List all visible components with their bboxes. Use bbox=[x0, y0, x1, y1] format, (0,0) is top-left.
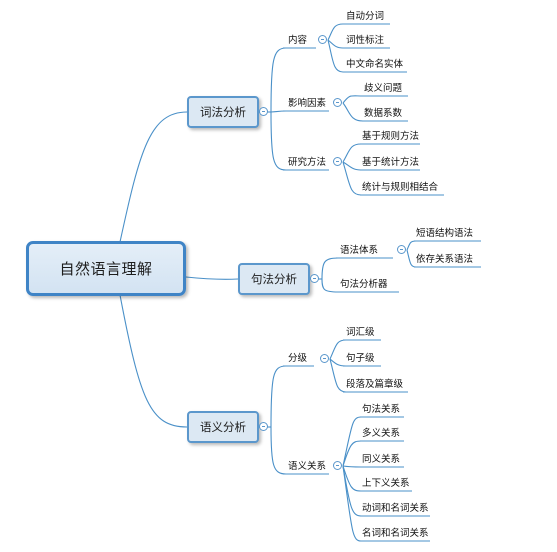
collapse-toggle-icon[interactable] bbox=[397, 245, 406, 254]
leaf-node[interactable]: 名词和名词关系 bbox=[362, 528, 429, 539]
node-levels[interactable]: 分级 bbox=[288, 353, 308, 364]
edge-relations-2 bbox=[342, 440, 362, 467]
collapse-toggle-icon[interactable] bbox=[310, 274, 319, 283]
leaf-node[interactable]: 数据系数 bbox=[364, 108, 403, 119]
edge-methods-2 bbox=[342, 161, 362, 171]
node-parser[interactable]: 句法分析器 bbox=[340, 279, 388, 290]
node-content[interactable]: 内容 bbox=[288, 35, 308, 46]
leaf-node[interactable]: 歧义问题 bbox=[364, 83, 403, 94]
root-node[interactable]: 自然语言理解 bbox=[26, 241, 186, 296]
edge-factors-2 bbox=[342, 102, 364, 122]
collapse-toggle-icon[interactable] bbox=[333, 98, 342, 107]
leaf-node[interactable]: 词汇级 bbox=[346, 327, 375, 338]
leaf-node[interactable]: 动词和名词关系 bbox=[362, 503, 429, 514]
edge-semantic-relations bbox=[270, 426, 287, 475]
leaf-node[interactable]: 段落及篇章级 bbox=[346, 379, 404, 390]
edge-grammar-1 bbox=[406, 240, 417, 251]
node-factors[interactable]: 影响因素 bbox=[288, 98, 327, 109]
branch-label-lexical: 词法分析 bbox=[200, 105, 246, 119]
edge-levels-2 bbox=[329, 358, 347, 367]
collapse-toggle-icon[interactable] bbox=[320, 354, 329, 363]
branch-node-syntax[interactable]: 句法分析 bbox=[238, 263, 310, 295]
leaf-node[interactable]: 句子级 bbox=[346, 353, 375, 364]
leaf-node[interactable]: 多义关系 bbox=[362, 428, 401, 439]
edge-content-1 bbox=[327, 23, 344, 41]
leaf-node[interactable]: 基于统计方法 bbox=[362, 157, 420, 168]
edge-levels-1 bbox=[329, 339, 347, 360]
edge-content-3 bbox=[327, 39, 344, 73]
edge-levels-3 bbox=[329, 358, 347, 393]
edge-root-syntax bbox=[185, 276, 239, 280]
leaf-node[interactable]: 短语结构语法 bbox=[416, 228, 474, 239]
edge-relations-4 bbox=[342, 465, 362, 492]
collapse-toggle-icon[interactable] bbox=[259, 107, 268, 116]
node-grammar-system[interactable]: 语法体系 bbox=[340, 245, 379, 256]
leaf-node[interactable]: 中文命名实体 bbox=[346, 59, 404, 70]
leaf-node[interactable]: 自动分词 bbox=[346, 11, 385, 22]
leaf-node[interactable]: 统计与规则相结合 bbox=[362, 182, 439, 193]
leaf-node[interactable]: 上下义关系 bbox=[362, 478, 410, 489]
collapse-toggle-icon[interactable] bbox=[333, 461, 342, 470]
edge-grammar-2 bbox=[406, 249, 417, 268]
collapse-toggle-icon[interactable] bbox=[259, 422, 268, 431]
edge-methods-1 bbox=[342, 143, 362, 163]
leaf-node[interactable]: 依存关系语法 bbox=[416, 254, 474, 265]
edge-content-2 bbox=[327, 39, 344, 49]
branch-node-semantic[interactable]: 语义分析 bbox=[187, 411, 259, 443]
edge-relations-1 bbox=[342, 416, 362, 467]
node-methods[interactable]: 研究方法 bbox=[288, 157, 327, 168]
leaf-node[interactable]: 同义关系 bbox=[362, 454, 401, 465]
edge-factors-1 bbox=[342, 95, 364, 104]
edge-methods-3 bbox=[342, 161, 362, 196]
edge-semantic-levels bbox=[270, 365, 287, 428]
edge-relations-6 bbox=[342, 465, 362, 542]
branch-label-semantic: 语义分析 bbox=[200, 420, 246, 434]
branch-label-syntax: 句法分析 bbox=[251, 272, 297, 286]
node-relations[interactable]: 语义关系 bbox=[288, 461, 327, 472]
leaf-node[interactable]: 句法关系 bbox=[362, 404, 401, 415]
edge-relations-3 bbox=[342, 465, 362, 468]
collapse-toggle-icon[interactable] bbox=[318, 35, 327, 44]
edge-root-lexical bbox=[119, 111, 188, 243]
root-label: 自然语言理解 bbox=[59, 260, 153, 278]
edge-syntax-parser bbox=[321, 278, 339, 293]
edge-syntax-grammar bbox=[321, 257, 339, 280]
edge-root-semantic bbox=[119, 294, 188, 428]
collapse-toggle-icon[interactable] bbox=[333, 157, 342, 166]
edge-lexical-methods bbox=[270, 111, 287, 171]
leaf-node[interactable]: 词性标注 bbox=[346, 35, 385, 46]
leaf-node[interactable]: 基于规则方法 bbox=[362, 131, 420, 142]
branch-node-lexical[interactable]: 词法分析 bbox=[187, 96, 259, 128]
edge-lexical-content bbox=[270, 47, 287, 113]
